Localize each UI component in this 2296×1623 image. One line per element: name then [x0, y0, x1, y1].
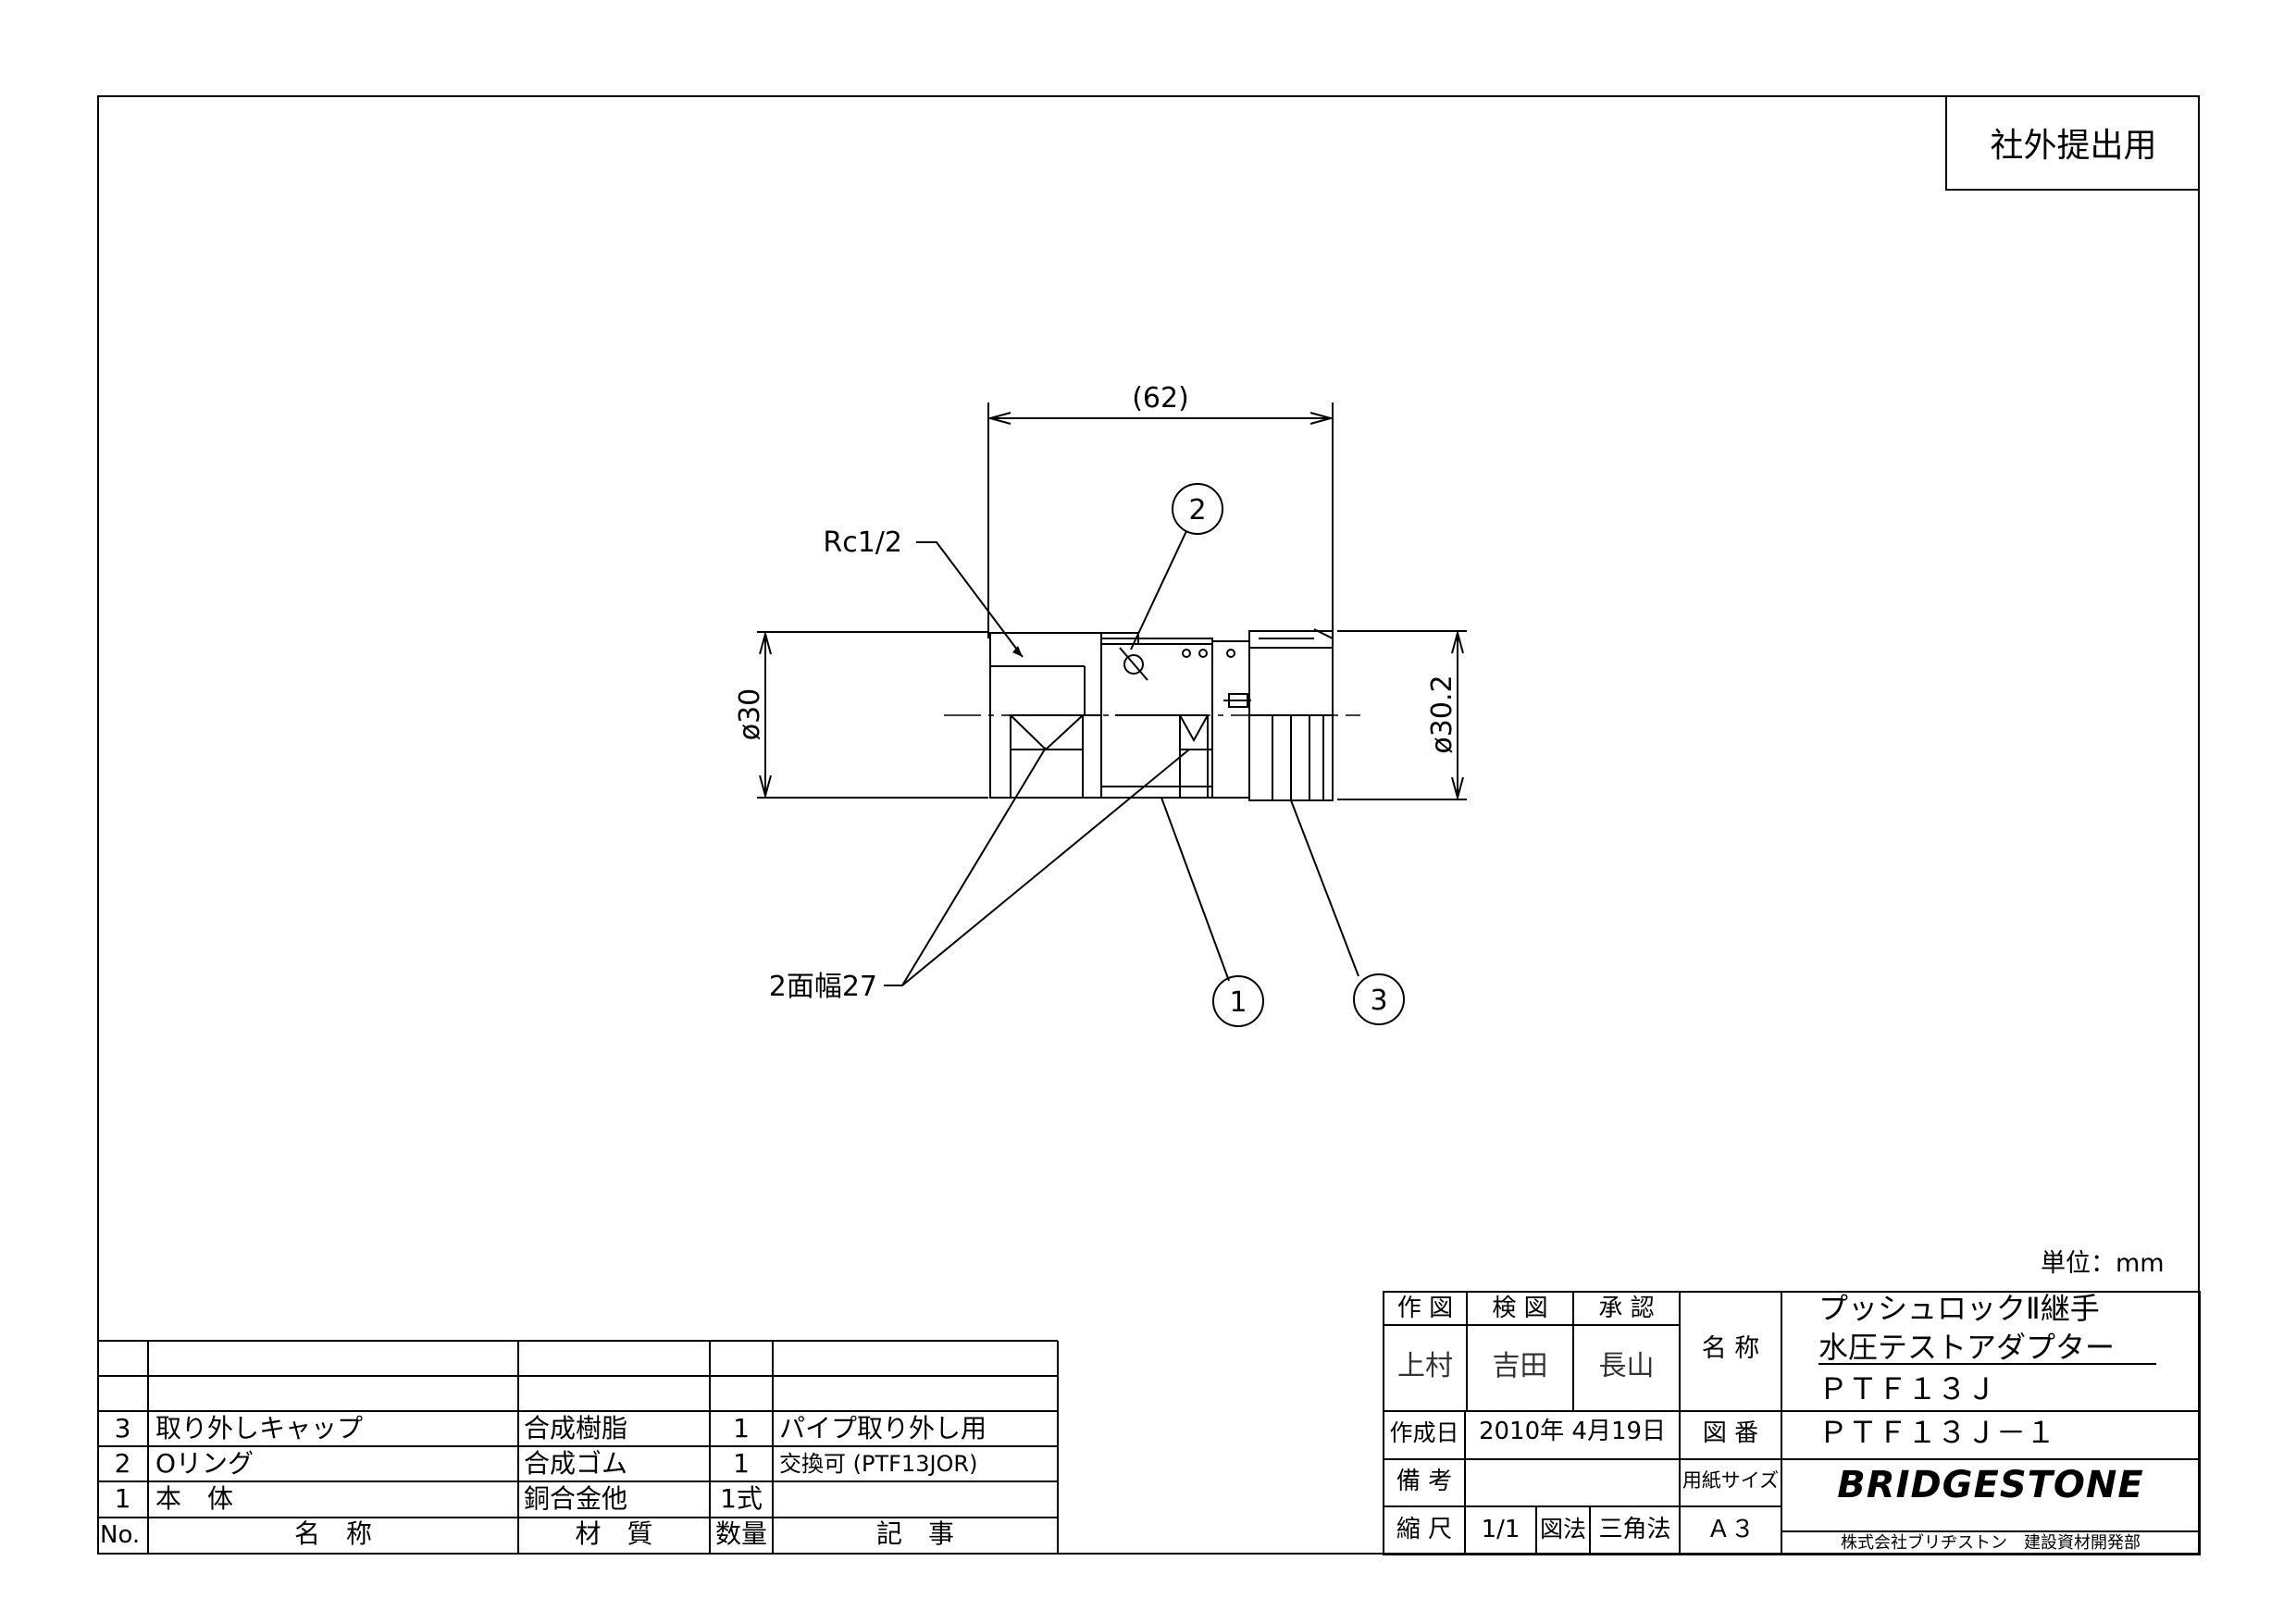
dwg-no-label: 図 番	[1702, 1419, 1759, 1447]
name-label: 名 称	[1701, 1334, 1760, 1363]
projection-method: 三角法	[1598, 1516, 1671, 1543]
remarks-label: 備 考	[1396, 1468, 1453, 1495]
arrowhead	[987, 412, 1011, 425]
product-name-line1: プッシュロックⅡ継手	[1818, 1291, 2100, 1326]
product-name-line2: 水圧テストアダプター	[1818, 1330, 2116, 1365]
approved-label: 承 認	[1598, 1295, 1655, 1322]
arrowhead	[759, 774, 772, 799]
drawing-frame	[97, 95, 2200, 1555]
dim-thread-label: Rc1/2	[823, 527, 902, 559]
arrowhead	[1309, 412, 1334, 425]
balloon-3-label: 3	[1370, 985, 1387, 1017]
leader-1	[1160, 797, 1230, 982]
projection-label: 図法	[1539, 1516, 1586, 1542]
balloon-3	[1353, 973, 1405, 1025]
header-note: 記 事	[875, 1518, 954, 1549]
external-submission-stamp: 社外提出用	[1945, 95, 2200, 191]
checked-label: 検 図	[1492, 1295, 1548, 1322]
arrowhead	[759, 630, 772, 655]
paper-size: Ａ３	[1706, 1516, 1755, 1543]
date-label: 作成日	[1389, 1419, 1459, 1446]
leader-3	[1290, 799, 1359, 977]
header-material: 材 質	[575, 1518, 653, 1549]
drawn-label: 作 図	[1396, 1295, 1454, 1322]
o-ring	[1123, 654, 1144, 675]
header-qty: 数量	[714, 1518, 767, 1549]
stamp-text: 社外提出用	[1990, 126, 2157, 165]
dim-length-label: (62)	[1132, 382, 1189, 415]
header-no: No.	[100, 1521, 141, 1549]
balloon-1	[1212, 975, 1264, 1027]
dim-flats-label: 2面幅27	[769, 971, 877, 1003]
dim-diameter-left-label: ø30	[734, 688, 766, 741]
drawn-by: 上村	[1397, 1350, 1453, 1382]
balloon-1-label: 1	[1229, 986, 1247, 1019]
header-name: 名 称	[293, 1518, 372, 1549]
approved-by: 長山	[1598, 1350, 1655, 1382]
creation-date: 2010年 4月19日	[1478, 1418, 1667, 1445]
company-department: 株式会社ブリヂストン 建設資材開発部	[1841, 1533, 2141, 1553]
product-model: ＰＴＦ１３Ｊ	[1818, 1371, 1997, 1406]
scale-label: 縮 尺	[1396, 1516, 1453, 1543]
scale-value: 1/1	[1481, 1516, 1520, 1543]
balloon-2	[1172, 483, 1223, 535]
balloon-2-label: 2	[1188, 494, 1206, 527]
drawing-number: ＰＴＦ１３Ｊ－１	[1818, 1415, 2056, 1450]
leader-flats-b	[901, 749, 1190, 986]
bridgestone-logo: BRIDGESTONE	[1837, 1464, 2144, 1506]
paper-size-label: 用紙サイズ	[1682, 1469, 1780, 1492]
arrowhead	[1451, 776, 1464, 801]
unit-note: 単位：mm	[2041, 1249, 2165, 1278]
leader-thread	[916, 541, 1024, 658]
checked-by: 吉田	[1492, 1350, 1548, 1382]
leader-2	[1130, 530, 1187, 650]
arrowhead	[1451, 629, 1464, 654]
dim-diameter-right-label: ø30.2	[1426, 675, 1458, 753]
